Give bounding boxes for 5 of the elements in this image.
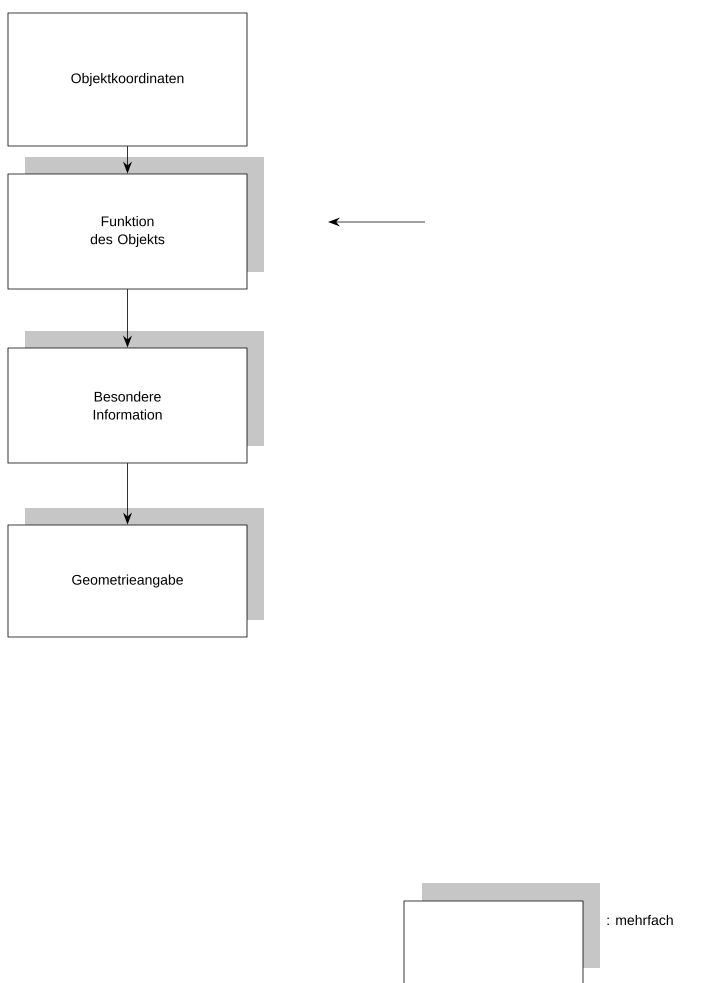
process-box: Besondere Information [8,348,248,464]
process-box: Geometrieangabe [8,524,248,638]
legend-text: : mehrfach [608,914,673,926]
process-box: Funktion des Objekts [8,174,248,290]
process-box: Objektkoordinaten [8,12,248,146]
